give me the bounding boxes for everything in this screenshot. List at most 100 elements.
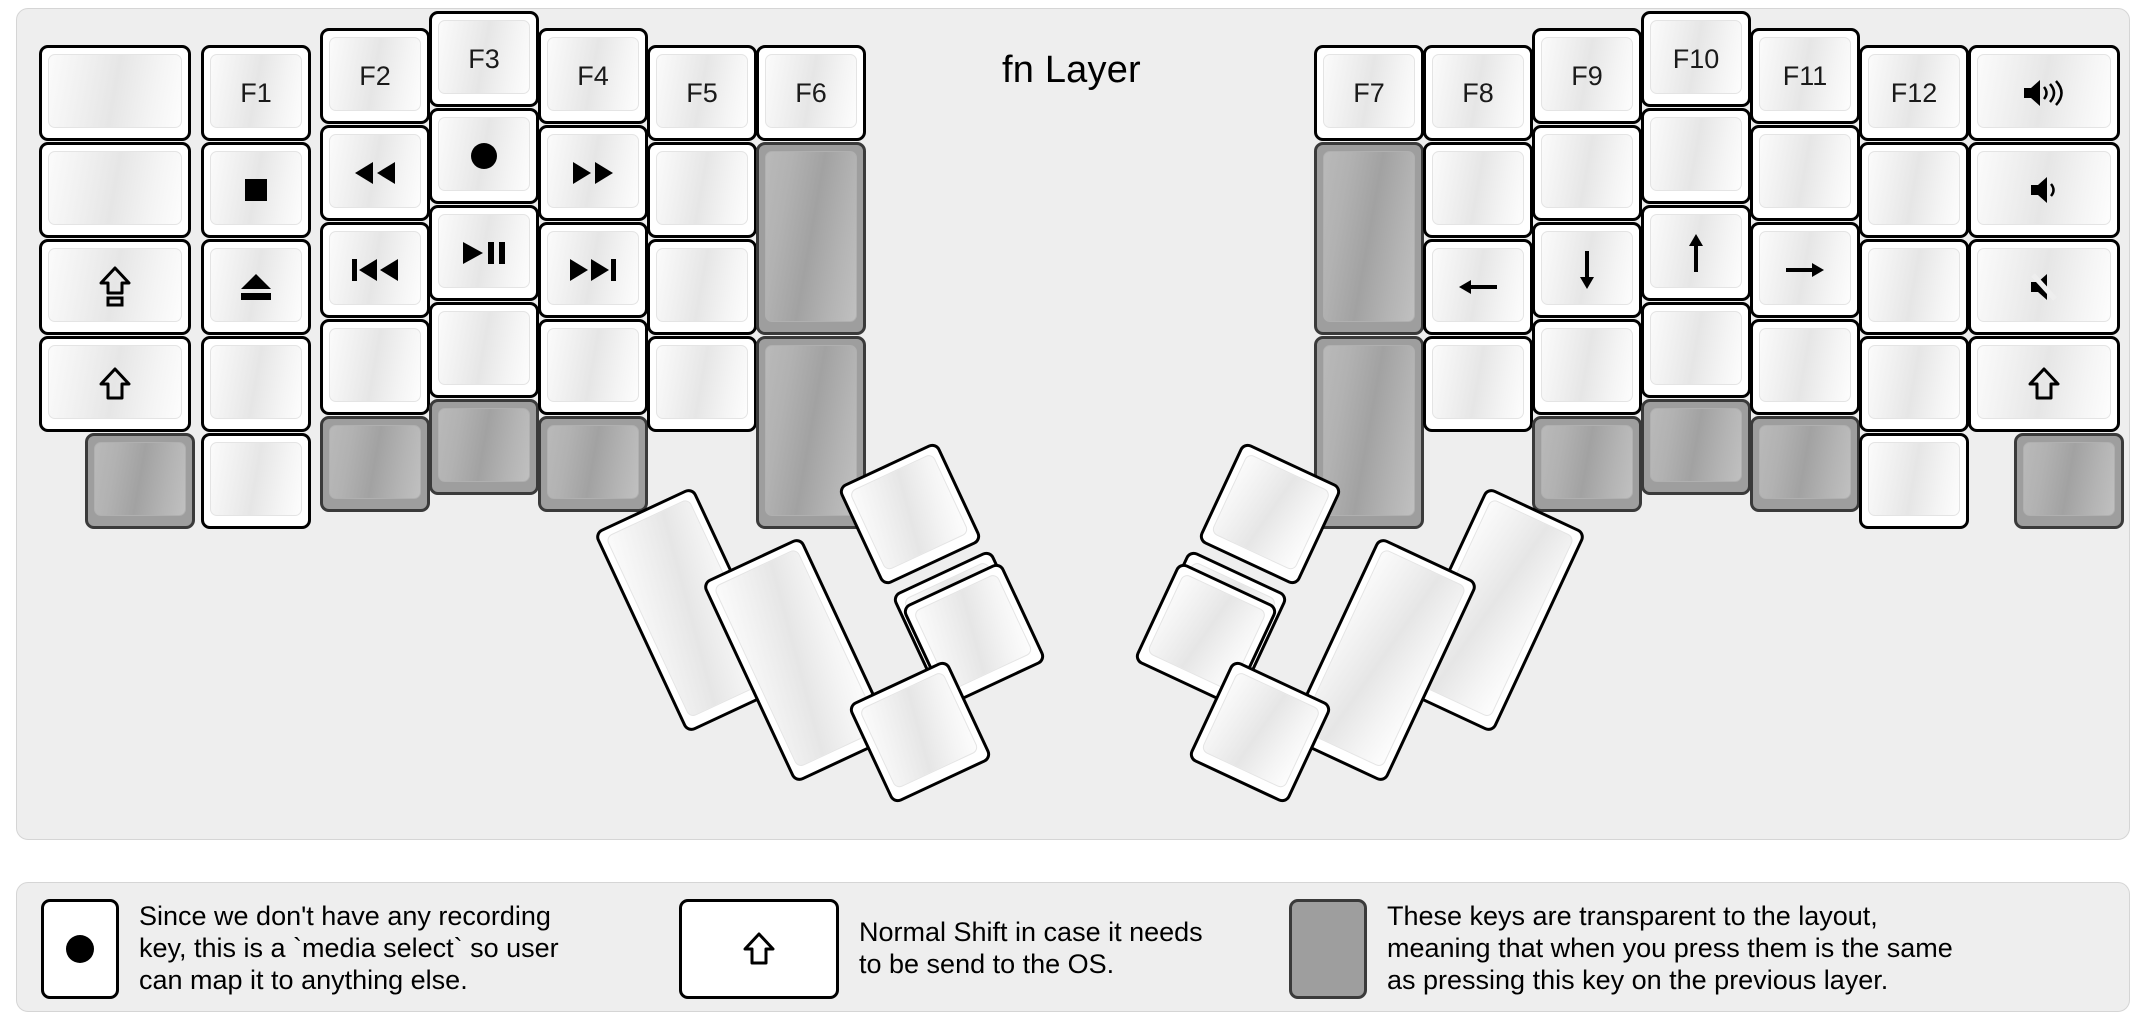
key-left-c5-r2[interactable] bbox=[538, 125, 648, 221]
key-left-c5-r3[interactable] bbox=[538, 222, 648, 318]
key-left-c3-r5[interactable] bbox=[320, 416, 430, 512]
keycap-surface bbox=[48, 54, 182, 128]
keycap-surface bbox=[1541, 134, 1633, 208]
key-right-c5-r3[interactable] bbox=[1750, 222, 1860, 318]
key-left-c7-r2[interactable] bbox=[756, 142, 866, 335]
keycap-surface bbox=[1977, 151, 2111, 225]
key-right-c4-r3[interactable] bbox=[1641, 205, 1751, 301]
key-right-c2-r3[interactable] bbox=[1423, 239, 1533, 335]
key-left-c6-r4[interactable] bbox=[647, 336, 757, 432]
key-right-c5-r4[interactable] bbox=[1750, 319, 1860, 415]
key-left-c1-r2[interactable] bbox=[39, 142, 191, 238]
key-left-c1-r4[interactable] bbox=[39, 336, 191, 432]
keycap-surface bbox=[48, 345, 182, 419]
key-right-c5-r1[interactable]: F11 bbox=[1750, 28, 1860, 124]
keycap-surface bbox=[1868, 54, 1960, 128]
keycap-surface bbox=[1868, 248, 1960, 322]
keycap-surface bbox=[1432, 248, 1524, 322]
key-right-c3-r1[interactable]: F9 bbox=[1532, 28, 1642, 124]
legend-key-sample-1 bbox=[41, 899, 119, 999]
key-left-c7-r1[interactable]: F6 bbox=[756, 45, 866, 141]
key-left-c6-r1[interactable]: F5 bbox=[647, 45, 757, 141]
keycap-surface bbox=[656, 151, 748, 225]
key-left-c2-r5[interactable] bbox=[201, 433, 311, 529]
key-right-c6-r3[interactable] bbox=[1859, 239, 1969, 335]
page-title: fn Layer bbox=[1002, 49, 1141, 91]
key-right-c7-r3[interactable] bbox=[1968, 239, 2120, 335]
key-right-c2-r2[interactable] bbox=[1423, 142, 1533, 238]
key-right-c7-r5[interactable] bbox=[2014, 433, 2124, 529]
key-right-c1-r2[interactable] bbox=[1314, 142, 1424, 335]
keycap-surface bbox=[438, 117, 530, 191]
key-right-c4-r1[interactable]: F10 bbox=[1641, 11, 1751, 107]
key-right-c6-r4[interactable] bbox=[1859, 336, 1969, 432]
key-right-c3-r3[interactable] bbox=[1532, 222, 1642, 318]
key-right-c7-r1[interactable] bbox=[1968, 45, 2120, 141]
keycap-surface bbox=[1977, 248, 2111, 322]
key-left-c2-r2[interactable] bbox=[201, 142, 311, 238]
legend-item-2: Normal Shift in case it needs to be send… bbox=[679, 899, 1203, 999]
key-right-c1-r1[interactable]: F7 bbox=[1314, 45, 1424, 141]
keycap-surface bbox=[438, 311, 530, 385]
keycap-surface bbox=[438, 408, 530, 482]
key-left-c4-r5[interactable] bbox=[429, 399, 539, 495]
key-left-c3-r1[interactable]: F2 bbox=[320, 28, 430, 124]
key-right-c4-r5[interactable] bbox=[1641, 399, 1751, 495]
key-left-c5-r5[interactable] bbox=[538, 416, 648, 512]
keycap-surface bbox=[1759, 425, 1851, 499]
keycap-surface bbox=[1759, 134, 1851, 208]
legend-item-1: Since we don't have any recording key, t… bbox=[41, 899, 559, 999]
key-left-c4-r1[interactable]: F3 bbox=[429, 11, 539, 107]
key-right-c6-r1[interactable]: F12 bbox=[1859, 45, 1969, 141]
keycap-surface bbox=[1298, 548, 1467, 769]
keycap-surface bbox=[1432, 345, 1524, 419]
keycap-surface bbox=[656, 248, 748, 322]
key-left-c2-r1[interactable]: F1 bbox=[201, 45, 311, 141]
keycap-surface bbox=[1650, 408, 1742, 482]
key-left-c5-r4[interactable] bbox=[538, 319, 648, 415]
key-right-c4-r2[interactable] bbox=[1641, 108, 1751, 204]
keycap-surface bbox=[656, 54, 748, 128]
keycap-surface bbox=[547, 37, 639, 111]
key-left-c3-r3[interactable] bbox=[320, 222, 430, 318]
key-right-c5-r5[interactable] bbox=[1750, 416, 1860, 512]
key-right-c3-r2[interactable] bbox=[1532, 125, 1642, 221]
keycap-surface bbox=[1868, 345, 1960, 419]
keycap-surface bbox=[1759, 231, 1851, 305]
key-left-c2-r3[interactable] bbox=[201, 239, 311, 335]
key-left-c1-r5[interactable] bbox=[85, 433, 195, 529]
key-right-c1-r3[interactable] bbox=[1314, 336, 1424, 529]
key-left-c3-r4[interactable] bbox=[320, 319, 430, 415]
keycap-surface bbox=[94, 442, 186, 516]
keycap-surface bbox=[547, 425, 639, 499]
key-left-c4-r2[interactable] bbox=[429, 108, 539, 204]
legend-description-2: Normal Shift in case it needs to be send… bbox=[859, 917, 1203, 979]
keycap-surface bbox=[438, 214, 530, 288]
key-right-c6-r2[interactable] bbox=[1859, 142, 1969, 238]
key-left-c4-r4[interactable] bbox=[429, 302, 539, 398]
key-right-c2-r4[interactable] bbox=[1423, 336, 1533, 432]
record-dot-icon bbox=[64, 933, 96, 965]
key-right-c3-r5[interactable] bbox=[1532, 416, 1642, 512]
key-right-c7-r4[interactable] bbox=[1968, 336, 2120, 432]
key-right-c4-r4[interactable] bbox=[1641, 302, 1751, 398]
keycap-surface bbox=[1541, 231, 1633, 305]
key-left-c2-r4[interactable] bbox=[201, 336, 311, 432]
key-left-c5-r1[interactable]: F4 bbox=[538, 28, 648, 124]
keycap-surface bbox=[848, 452, 970, 572]
key-right-c5-r2[interactable] bbox=[1750, 125, 1860, 221]
key-right-c6-r5[interactable] bbox=[1859, 433, 1969, 529]
key-right-c7-r2[interactable] bbox=[1968, 142, 2120, 238]
keycap-surface bbox=[1541, 37, 1633, 111]
key-left-c1-r1[interactable] bbox=[39, 45, 191, 141]
key-left-c6-r2[interactable] bbox=[647, 142, 757, 238]
key-left-c3-r2[interactable] bbox=[320, 125, 430, 221]
key-left-c1-r3[interactable] bbox=[39, 239, 191, 335]
key-left-c4-r3[interactable] bbox=[429, 205, 539, 301]
key-right-c3-r4[interactable] bbox=[1532, 319, 1642, 415]
keycap-surface bbox=[547, 134, 639, 208]
key-right-c2-r1[interactable]: F8 bbox=[1423, 45, 1533, 141]
key-left-c6-r3[interactable] bbox=[647, 239, 757, 335]
shift-arrow-icon bbox=[743, 932, 775, 966]
